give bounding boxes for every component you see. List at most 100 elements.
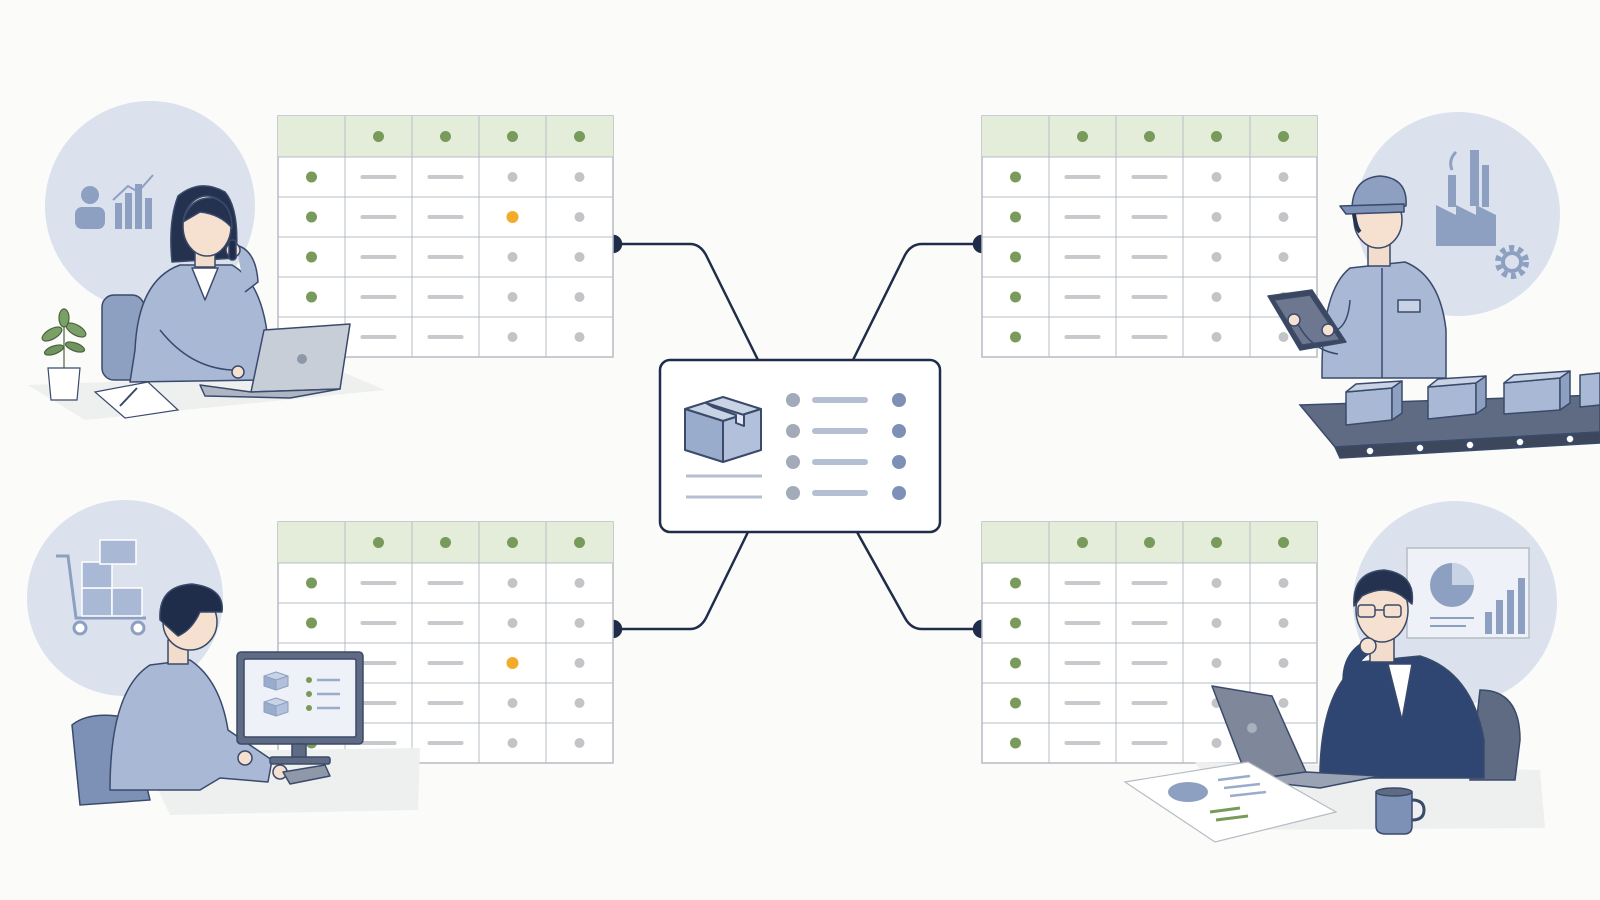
cell-status-dot <box>574 252 585 262</box>
hub-list-item <box>786 486 906 500</box>
factory-icon <box>1436 150 1496 246</box>
cell-status-dot <box>1278 332 1289 342</box>
table-row <box>1010 577 1289 589</box>
table-row <box>306 211 585 223</box>
row-status-dot <box>1010 617 1021 629</box>
hub-list-item <box>786 424 906 438</box>
row-status-dot <box>1010 251 1021 263</box>
header-status-dot <box>1144 131 1155 142</box>
cell-status-dot <box>1211 292 1222 302</box>
box-icon <box>81 539 143 617</box>
cell-status-dot <box>507 618 518 628</box>
table-row <box>1010 657 1289 669</box>
connector-bottom-left <box>611 530 750 631</box>
header-status-dot <box>507 537 518 548</box>
scene-office-phone <box>28 101 385 420</box>
cell-status-dot <box>507 252 518 262</box>
table-row <box>306 251 585 263</box>
header-status-dot <box>1144 537 1155 548</box>
table-row <box>1010 331 1289 343</box>
cell-status-dot <box>507 332 518 342</box>
office-worker-on-phone <box>129 185 269 383</box>
cell-status-dot <box>1211 212 1222 222</box>
row-status-dot <box>306 251 317 263</box>
hub-status-dot <box>892 455 906 469</box>
table-row <box>306 697 585 709</box>
hub-status-dot <box>892 393 906 407</box>
cell-status-dot <box>1211 578 1222 588</box>
header-status-dot <box>1278 131 1289 142</box>
table-row <box>306 291 585 303</box>
row-status-dot <box>1010 697 1021 709</box>
table-row <box>306 171 585 183</box>
alert-status-dot <box>506 657 519 669</box>
cell-status-dot <box>574 292 585 302</box>
bar-chart-icon <box>112 174 154 229</box>
row-status-dot <box>306 291 317 303</box>
monitor-icon <box>236 651 364 785</box>
cell-status-dot <box>1211 172 1222 182</box>
hub-list-item <box>786 455 906 469</box>
cell-status-dot <box>1278 658 1289 668</box>
bar-chart-icon <box>1485 578 1525 634</box>
cell-status-dot <box>1278 212 1289 222</box>
alert-status-dot <box>506 211 519 223</box>
hub-list <box>786 393 906 500</box>
table-row <box>306 617 585 629</box>
hub-bullet <box>786 455 800 469</box>
cell-status-dot <box>574 172 585 182</box>
row-status-dot <box>1010 291 1021 303</box>
status-table-top-left <box>277 115 614 358</box>
connector-top-left <box>611 242 760 362</box>
row-status-dot <box>1010 331 1021 343</box>
row-status-dot <box>1010 577 1021 589</box>
pie-chart-icon <box>1430 563 1474 607</box>
scene-warehouse <box>27 500 420 815</box>
cell-status-dot <box>574 658 585 668</box>
hub-status-dot <box>892 424 906 438</box>
hub-bullet <box>786 486 800 500</box>
presentation-board-icon <box>1406 547 1530 639</box>
row-status-dot <box>1010 171 1021 183</box>
cell-status-dot <box>507 172 518 182</box>
header-status-dot <box>373 131 384 142</box>
table-row <box>306 577 585 589</box>
package-icon <box>684 396 762 463</box>
hub-status-dot <box>892 486 906 500</box>
table-row <box>1010 617 1289 629</box>
cell-status-dot <box>574 332 585 342</box>
cell-status-dot <box>1211 618 1222 628</box>
scene-factory <box>1267 112 1600 459</box>
row-status-dot <box>1010 211 1021 223</box>
cell-status-dot <box>507 578 518 588</box>
worker-at-monitor <box>109 583 288 791</box>
header-status-dot <box>507 131 518 142</box>
table-row <box>1010 251 1289 263</box>
central-hub-card <box>658 358 942 534</box>
row-status-dot <box>306 211 317 223</box>
hub-bullet <box>786 393 800 407</box>
header-status-dot <box>440 131 451 142</box>
hand-truck-icon <box>56 554 146 636</box>
row-status-dot <box>306 617 317 629</box>
status-table-bottom-left <box>277 521 614 764</box>
cell-status-dot <box>1278 172 1289 182</box>
cell-status-dot <box>574 212 585 222</box>
table-row <box>1010 211 1289 223</box>
row-status-dot <box>1010 657 1021 669</box>
cell-status-dot <box>1211 658 1222 668</box>
cell-status-dot <box>1278 698 1289 708</box>
cell-status-dot <box>574 618 585 628</box>
row-status-dot <box>306 577 317 589</box>
gear-icon <box>1495 245 1529 279</box>
table-row <box>1010 291 1289 303</box>
row-status-dot <box>306 171 317 183</box>
notepad-icon <box>93 381 180 419</box>
cell-status-dot <box>507 292 518 302</box>
plant-icon <box>41 308 87 401</box>
header-status-dot <box>1211 131 1222 142</box>
header-status-dot <box>574 537 585 548</box>
cell-status-dot <box>1211 252 1222 262</box>
